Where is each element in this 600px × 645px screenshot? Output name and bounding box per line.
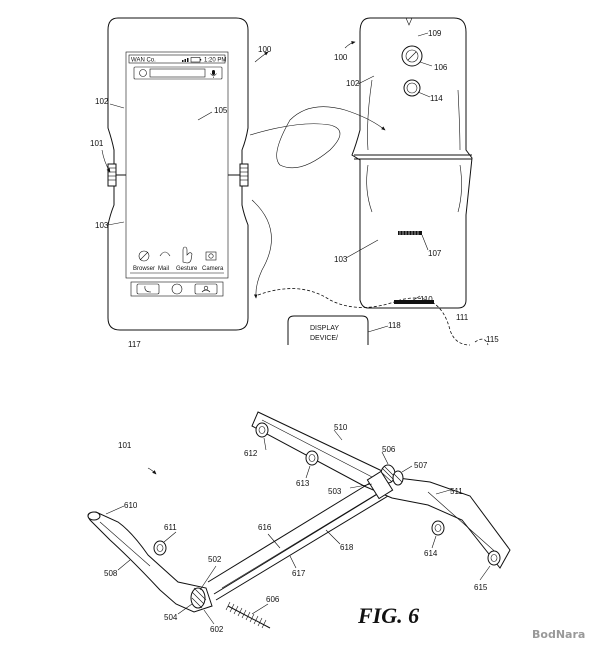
ref-103: 103 xyxy=(95,221,109,230)
rear-camera-lens xyxy=(401,45,423,67)
bracket-503 xyxy=(366,470,394,500)
ref-615: 615 xyxy=(474,583,488,592)
fingerprint-sensor xyxy=(403,79,421,97)
boss-615 xyxy=(487,550,501,566)
ref-117: 117 xyxy=(128,340,141,349)
left-hinge xyxy=(107,163,126,187)
rod-617 xyxy=(213,489,385,595)
boss-613 xyxy=(305,450,319,466)
ref-103b: 103 xyxy=(334,255,348,264)
phone-icon xyxy=(144,285,152,293)
ref-102b: 102 xyxy=(346,79,360,88)
search-icon xyxy=(139,69,147,77)
ref-101b: 101 xyxy=(118,441,132,450)
phone-button[interactable] xyxy=(136,283,160,295)
bottom-connector xyxy=(394,300,434,304)
search-input[interactable] xyxy=(149,68,206,78)
clock-label: 1:20 PM xyxy=(204,58,226,64)
app-mail[interactable]: Mail xyxy=(158,251,171,272)
ref-503: 503 xyxy=(328,487,342,496)
phone-back-body xyxy=(351,17,473,309)
ref-617: 617 xyxy=(292,569,306,578)
browser-icon xyxy=(138,250,150,262)
ref-610: 610 xyxy=(124,501,138,510)
ref-602: 602 xyxy=(210,625,224,634)
speaker-grille xyxy=(398,231,422,235)
contacts-button[interactable] xyxy=(194,283,218,295)
display-label-1: DISPLAY xyxy=(310,325,339,332)
spring-606 xyxy=(225,601,271,629)
boss-611 xyxy=(153,540,167,556)
signal-icon xyxy=(182,58,189,62)
boss-612 xyxy=(255,422,269,438)
ref-510: 510 xyxy=(334,423,348,432)
ref-504: 504 xyxy=(164,613,178,622)
person-icon xyxy=(203,285,209,291)
right-hinge xyxy=(228,163,249,187)
mic-icon[interactable] xyxy=(210,70,217,78)
ref-100b: 100 xyxy=(334,53,348,62)
wireless-link-111 xyxy=(257,288,471,346)
phone-front: WAN Co. 1:20 PM Browser Mail xyxy=(90,17,272,331)
ref-618: 618 xyxy=(340,543,354,552)
phone-front-body xyxy=(107,17,249,331)
app-gesture[interactable]: Gesture xyxy=(176,246,198,272)
ref-508: 508 xyxy=(104,569,118,578)
app-label-gesture: Gesture xyxy=(176,266,198,272)
ref-606: 606 xyxy=(266,595,280,604)
notch xyxy=(405,17,413,26)
ref-100: 100 xyxy=(258,45,272,54)
ref-110: 110 xyxy=(420,295,433,304)
phone-front-screen xyxy=(125,51,229,279)
home-button[interactable] xyxy=(171,283,183,295)
display-label-2: DEVICE/ xyxy=(310,335,338,342)
ref-614: 614 xyxy=(424,549,438,558)
watermark: BodNara xyxy=(532,628,585,641)
ref-115: 115 xyxy=(486,335,499,344)
hand-icon xyxy=(182,246,193,264)
battery-icon xyxy=(190,57,202,63)
status-bar xyxy=(128,54,226,64)
boss-614 xyxy=(431,520,445,536)
ref-506: 506 xyxy=(382,445,396,454)
ref-107: 107 xyxy=(428,249,442,258)
ref-101: 101 xyxy=(90,139,104,148)
ref-612: 612 xyxy=(244,449,258,458)
app-label-mail: Mail xyxy=(158,266,169,272)
camera-icon xyxy=(205,251,217,261)
nav-bar xyxy=(130,281,224,297)
gear-502 xyxy=(190,587,207,609)
rod-616 xyxy=(207,477,379,583)
ref-111: 111 xyxy=(456,313,469,322)
carrier-label: WAN Co. xyxy=(131,58,156,64)
ref-507: 507 xyxy=(414,461,428,470)
app-label-browser: Browser xyxy=(133,266,155,272)
ref-118: 118 xyxy=(388,321,401,330)
ref-613: 613 xyxy=(296,479,310,488)
hinge-mechanism: 101 610 611 508 502 504 602 606 616 617 … xyxy=(87,411,511,634)
flow-arrow xyxy=(249,106,386,169)
ref-102: 102 xyxy=(95,97,109,106)
ref-106: 106 xyxy=(434,63,448,72)
ref-109: 109 xyxy=(428,29,442,38)
figure-caption: FIG. 6 xyxy=(357,603,419,628)
ref-611: 611 xyxy=(164,523,177,532)
ref-616: 616 xyxy=(258,523,272,532)
phone-back: 109 106 114 107 110 103 102 100 xyxy=(334,17,473,309)
app-label-camera: Camera xyxy=(202,266,224,272)
ref-511: 511 xyxy=(450,487,463,496)
mail-icon xyxy=(159,251,171,257)
app-camera[interactable]: Camera xyxy=(202,251,224,272)
app-browser[interactable]: Browser xyxy=(133,250,155,272)
search-bar[interactable] xyxy=(133,66,223,80)
ref-114: 114 xyxy=(430,94,443,103)
ref-105: 105 xyxy=(214,106,228,115)
gear-507 xyxy=(392,470,404,486)
ref-502: 502 xyxy=(208,555,222,564)
display-device-box xyxy=(287,315,369,345)
